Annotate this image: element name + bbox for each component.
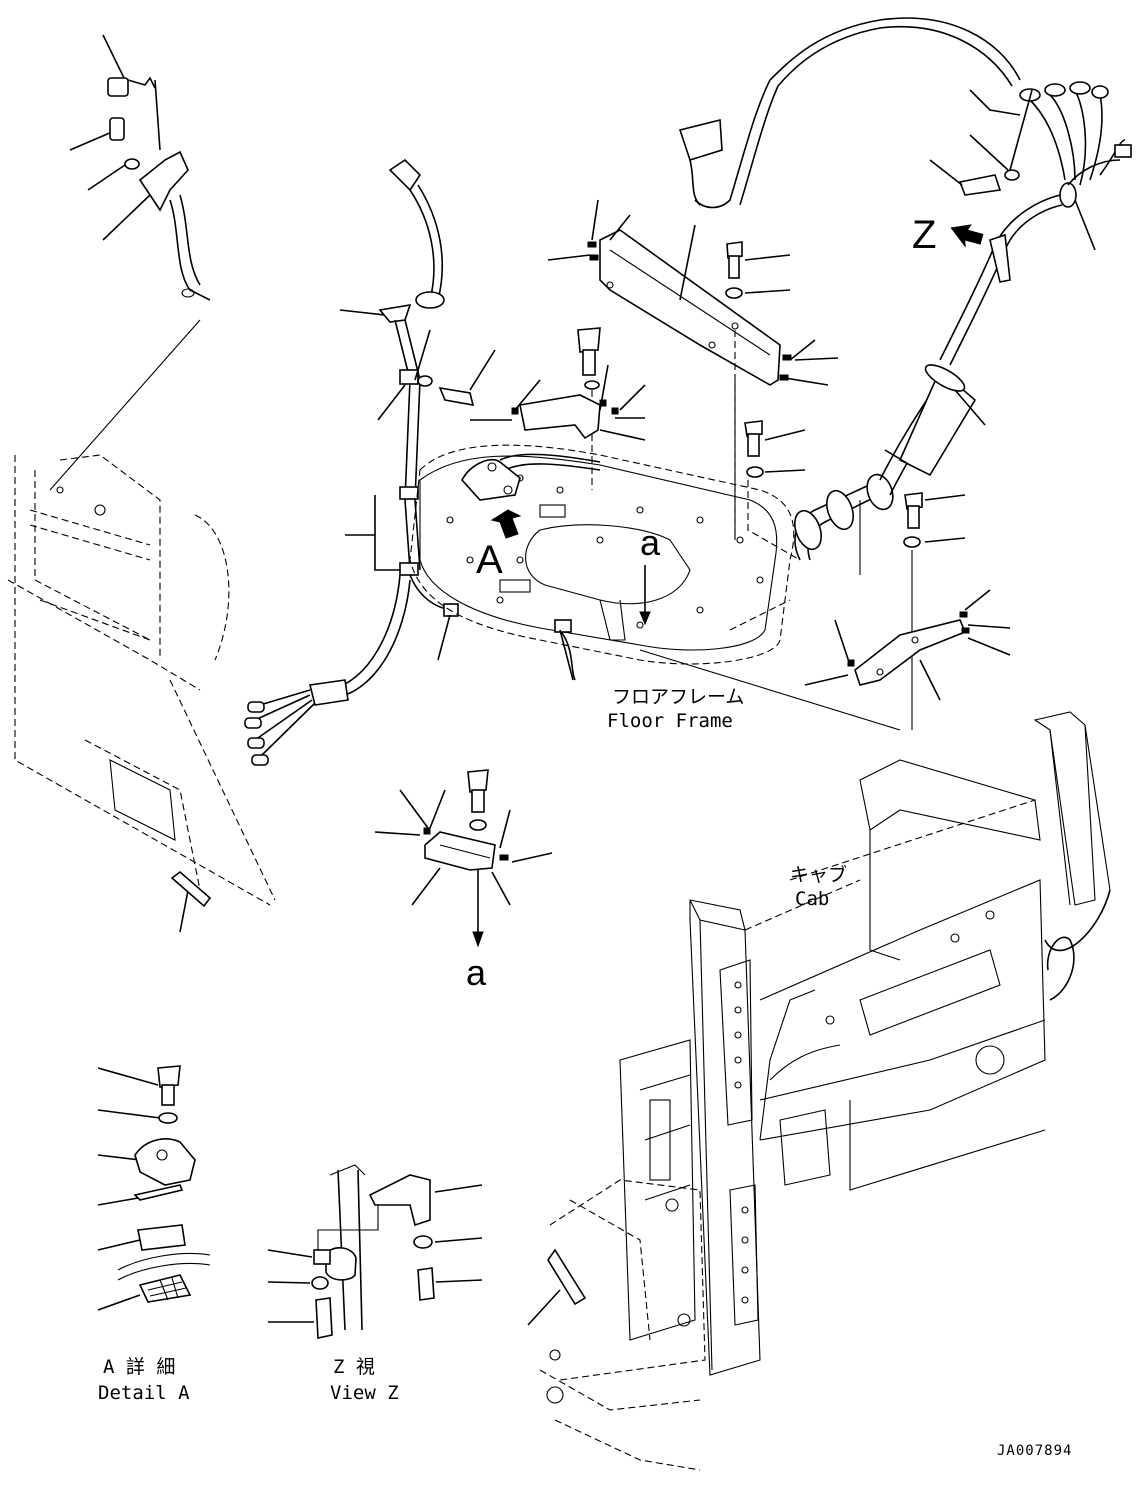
cab-structure bbox=[527, 711, 1111, 1471]
cab-handle bbox=[170, 870, 212, 908]
view-z-label-en: View Z bbox=[330, 1382, 399, 1404]
detail-a-label-en: Detail A bbox=[98, 1382, 190, 1404]
floor-frame-label-en: Floor Frame bbox=[607, 710, 733, 732]
detail-a-parts bbox=[97, 1065, 211, 1311]
right-bolts bbox=[725, 241, 966, 730]
seat-mount bbox=[461, 458, 521, 501]
view-z-label-jp: Z 視 bbox=[333, 1356, 375, 1378]
center-small-bracket bbox=[470, 364, 646, 441]
view-z-arrow bbox=[950, 224, 984, 248]
view-z-parts bbox=[267, 1164, 483, 1339]
view-a-arrow bbox=[490, 509, 522, 539]
cab-left-panel bbox=[7, 454, 276, 906]
ref-label-a-bracket: a bbox=[466, 952, 487, 993]
cab-label-en: Cab bbox=[795, 888, 830, 910]
ref-label-a-floor: a bbox=[640, 522, 661, 563]
center-harness bbox=[244, 158, 496, 766]
ref-label-z: Z bbox=[912, 213, 937, 257]
lower-right-bracket bbox=[804, 589, 1011, 701]
cab-label-jp: キャブ bbox=[790, 864, 848, 886]
detail-a-bracket bbox=[374, 769, 553, 948]
drawing-code: JA007894 bbox=[997, 1443, 1073, 1459]
detail-a-label-jp: A 詳 細 bbox=[103, 1356, 176, 1378]
floor-frame-label-jp: フロアフレーム bbox=[612, 686, 745, 708]
ref-label-a-upper: A bbox=[476, 538, 503, 582]
long-bracket bbox=[547, 199, 839, 540]
right-harness bbox=[678, 17, 1132, 575]
floor-frame bbox=[409, 444, 901, 731]
upper-left-bracket bbox=[49, 34, 211, 491]
